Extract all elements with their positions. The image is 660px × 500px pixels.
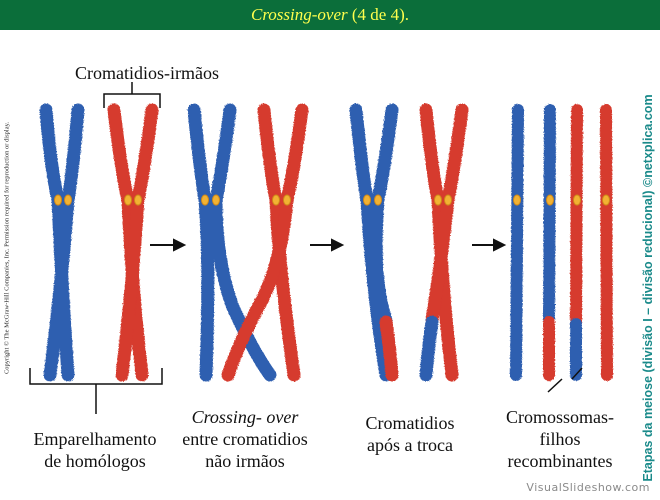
stage1-chromosomes: [39, 103, 159, 382]
stage1-red-chromatid-b: [115, 103, 159, 382]
crossing-over-diagram: [29, 82, 613, 414]
stage1-caption-line2: de homólogos: [44, 451, 146, 471]
stage3-caption-line1: Cromatidios: [365, 413, 455, 433]
sister-chromatids-label: Cromatidios-irmãos: [75, 63, 219, 83]
stage4-caption-line3: recombinantes: [507, 451, 613, 471]
stage1-centromeres: [54, 194, 142, 206]
arrow-right-icon: [150, 238, 187, 252]
stage2-centromeres: [201, 194, 291, 206]
arrow-right-icon: [310, 238, 345, 252]
stage1-blue-chromatid-b: [43, 103, 85, 382]
stage4-chromatid-2-blue: [543, 104, 556, 326]
stage2-blue-chromatid-b: [209, 103, 277, 382]
stage3-chromosomes: [349, 103, 469, 382]
stage2-caption-line1: Crossing- over: [191, 407, 299, 427]
stage2-red-chromatid-b: [221, 103, 309, 382]
side-caption: Etapas da meiose (divisão I – divisão re…: [641, 94, 655, 482]
stage1-blue-chromatid-a: [39, 103, 75, 382]
homologs-bracket: [29, 368, 163, 414]
stage4-chromosomes: [510, 104, 613, 381]
stage3-caption: Cromatidios após a troca: [335, 412, 485, 456]
arrow-right-icon: [472, 238, 507, 252]
stage4-caption-line2: filhos: [539, 429, 581, 449]
stage2-caption-line3: não irmãos: [205, 451, 285, 471]
stage3-red-chromatid-a: [419, 103, 459, 382]
stage2-caption-line2: entre cromatidios: [182, 429, 308, 449]
stage3-caption-line2: após a troca: [367, 435, 453, 455]
stage4-caption: Cromossomas- filhos recombinantes: [490, 406, 630, 472]
stage2-caption: Crossing- over entre cromatidios não irm…: [170, 406, 320, 472]
title-bar: Crossing-over (4 de 4).: [0, 0, 660, 30]
stage4-chromatid-4: [600, 104, 613, 381]
stage3-centromeres: [363, 194, 452, 206]
copyright-notice: Copyright © The McGraw-Hill Companies, I…: [3, 121, 11, 375]
sister-chromatids-bracket: [103, 82, 161, 108]
stage1-caption-line1: Emparelhamento: [33, 429, 157, 449]
watermark: VisualSlideshow.com: [526, 481, 650, 494]
stage4-caption-line1: Cromossomas-: [506, 407, 614, 427]
stage4-centromeres: [513, 194, 610, 206]
stage1-caption: Emparelhamento de homólogos: [10, 428, 180, 472]
stage1-red-chromatid-a: [107, 103, 149, 382]
stage2-blue-chromatid-a: [187, 103, 215, 382]
stage4-chromatid-1: [510, 104, 524, 381]
recombinant-pointer-lines: [547, 367, 583, 393]
stage2-red-chromatid-a: [257, 103, 301, 382]
title-rest: (4 de 4).: [347, 5, 410, 24]
stage3-blue-chromatid-b: [369, 103, 399, 327]
stage3-blue-chromatid-a: [349, 103, 393, 382]
stage2-chromosomes: [187, 103, 309, 382]
stage4-chromatid-3-red: [570, 104, 583, 328]
title-italic: Crossing-over: [250, 5, 348, 24]
stage3-red-recombinant-tail: [419, 315, 439, 382]
stage3-blue-recombinant-tail: [379, 315, 399, 382]
